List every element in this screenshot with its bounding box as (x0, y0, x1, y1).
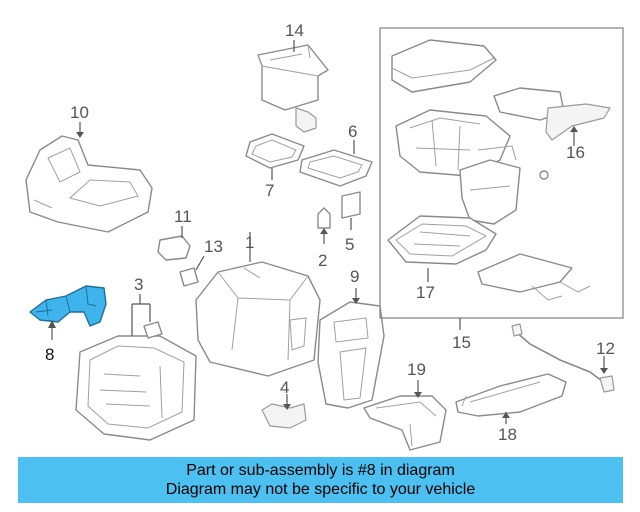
callout-5: 5 (345, 235, 354, 254)
part-1-console-body[interactable]: 1 (195, 232, 321, 377)
part-13-connector[interactable]: 13 (179, 237, 223, 287)
callout-15: 15 (452, 333, 471, 352)
part-6-tray-mat[interactable]: 6 (299, 122, 373, 187)
part-11-switch[interactable]: 11 (157, 207, 192, 261)
callout-14: 14 (285, 21, 304, 40)
callout-9: 9 (350, 267, 359, 286)
info-banner: Part or sub-assembly is #8 in diagram Di… (18, 457, 623, 503)
callout-8: 8 (45, 345, 54, 364)
callout-2: 2 (318, 251, 327, 270)
group-15-armrest-assembly[interactable]: 15 16 17 (379, 27, 624, 352)
banner-line-1: Part or sub-assembly is #8 in diagram (186, 462, 455, 479)
callout-12: 12 (596, 339, 615, 358)
part-4-bracket[interactable]: 4 (261, 378, 307, 429)
part-8-highlighted-duct[interactable]: 8 (29, 285, 107, 364)
callout-13: 13 (204, 237, 223, 256)
callout-1: 1 (245, 233, 254, 252)
part-10-rear-trim[interactable]: 10 (25, 103, 153, 233)
part-12-cable[interactable]: 12 (511, 323, 615, 393)
callout-4: 4 (280, 378, 289, 397)
callout-3: 3 (134, 275, 143, 294)
callout-16: 16 (566, 143, 585, 162)
part-3-lower-frame[interactable]: 3 (75, 275, 197, 441)
callout-7: 7 (265, 181, 274, 200)
part-5-pad[interactable]: 5 (341, 191, 361, 254)
callout-11: 11 (174, 207, 192, 226)
callout-18: 18 (498, 425, 517, 444)
part-18-handle-grip[interactable]: 18 (455, 373, 567, 444)
callout-6: 6 (348, 122, 357, 141)
part-14-storage-bin[interactable]: 14 (257, 21, 329, 133)
parts-diagram: 14 10 7 6 5 2 11 (25, 21, 624, 451)
callout-10: 10 (70, 103, 89, 122)
part-19-shifter[interactable]: 19 (363, 360, 447, 451)
part-2-clip[interactable]: 2 (317, 207, 331, 270)
banner-line-2: Diagram may not be specific to your vehi… (165, 481, 476, 498)
callout-19: 19 (407, 360, 426, 379)
part-9-rear-panel[interactable]: 9 (317, 267, 385, 409)
part-7-tray-mat[interactable]: 7 (245, 133, 305, 200)
callout-17: 17 (416, 283, 435, 302)
